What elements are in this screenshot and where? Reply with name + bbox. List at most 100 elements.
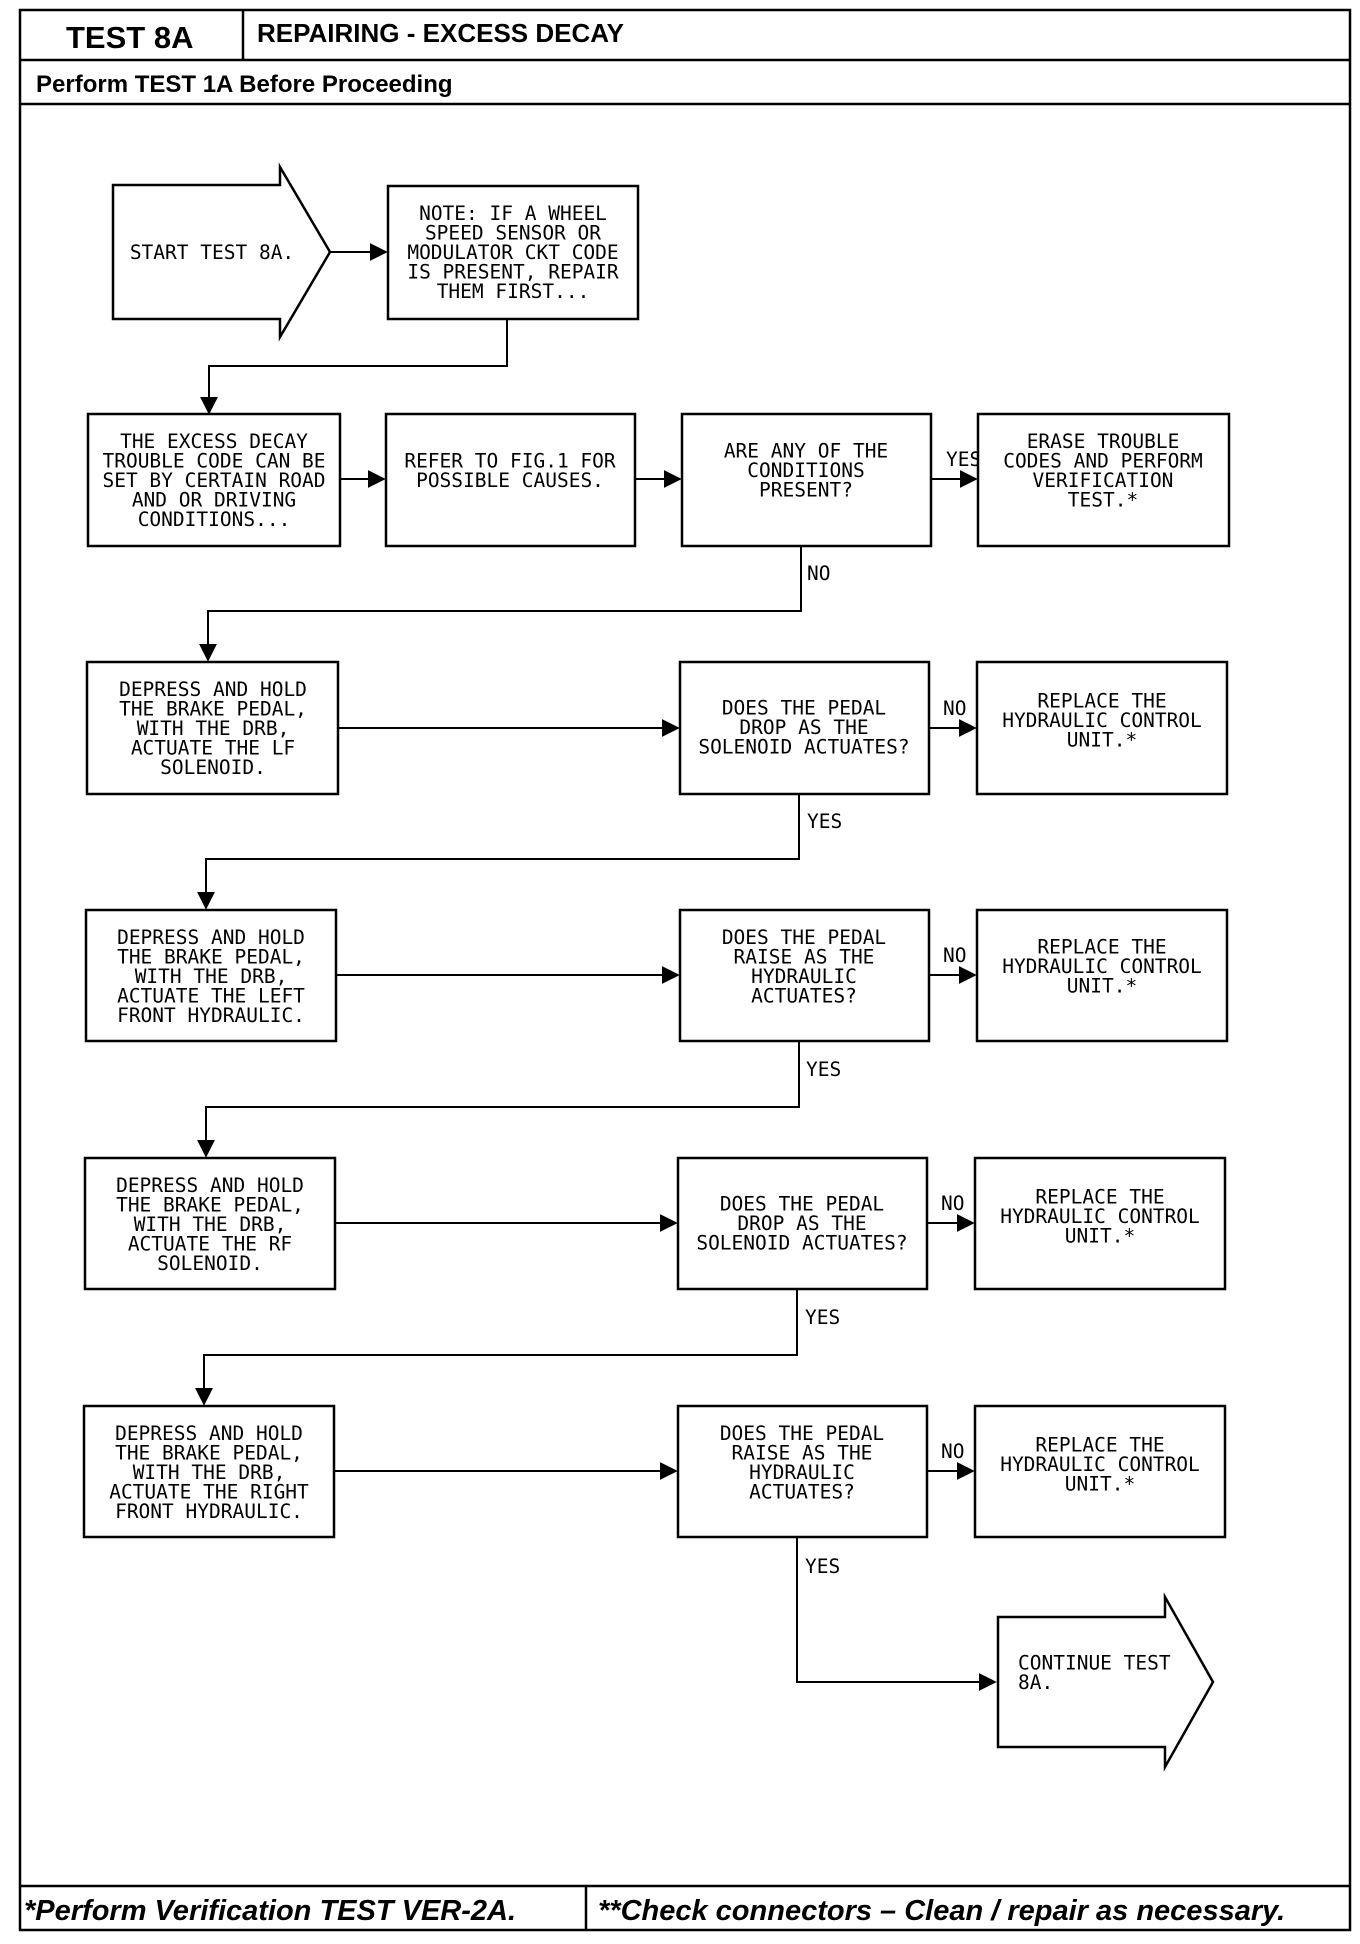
- q-rf-sol-text-line: DROP AS THE: [737, 1212, 866, 1235]
- note-text-line: SPEED SENSOR OR: [425, 222, 601, 245]
- replace-4-text-line: HYDRAULIC CONTROL: [1000, 1453, 1200, 1476]
- connector-note-excess: [200, 320, 508, 415]
- replace-2-text-line: UNIT.*: [1067, 975, 1137, 998]
- start-terminal: [111, 162, 332, 342]
- step-rf-sol-text-line: DEPRESS AND HOLD: [116, 1174, 304, 1197]
- note-box: [386, 184, 640, 321]
- lf-solenoid-step-box: [85, 660, 340, 796]
- replace-1-text-line: UNIT.*: [1067, 729, 1137, 752]
- connector-q3-rfhyd: [195, 1290, 798, 1406]
- q-lf-sol-text-line: DROP AS THE: [739, 716, 868, 739]
- replace-unit-box-1: [975, 660, 1229, 796]
- test-title: REPAIRING - EXCESS DECAY: [257, 18, 624, 48]
- excess-decay-text-line: THE EXCESS DECAY: [120, 430, 308, 453]
- replace-3-text-line: REPLACE THE: [1035, 1186, 1164, 1209]
- footer-verification-note: *Perform Verification TEST VER-2A.: [24, 1895, 516, 1927]
- replace-2-text-line: REPLACE THE: [1037, 936, 1166, 959]
- refer-fig-box: [384, 412, 637, 548]
- q-rf-hyd-text-line: DOES THE PEDAL: [720, 1422, 884, 1445]
- q-lf-hyd-text-line: ACTUATES?: [751, 984, 857, 1007]
- erase-codes-text-line: CODES AND PERFORM: [1003, 449, 1203, 472]
- flow-connectors: [195, 243, 997, 1691]
- step-lf-sol-text-line: DEPRESS AND HOLD: [119, 678, 307, 701]
- excess-decay-text-line: TROUBLE CODE CAN BE: [102, 450, 325, 473]
- start-text-line: START TEST 8A.: [130, 241, 294, 264]
- label-no-replace-2: NO: [943, 944, 966, 967]
- step-lf-hyd-text-line: THE BRAKE PEDAL,: [117, 946, 305, 969]
- replace-unit-box-2: [975, 908, 1229, 1043]
- excess-decay-box: [86, 412, 342, 548]
- note-text-line: THEM FIRST...: [437, 280, 590, 303]
- step-rf-hyd-text-line: THE BRAKE PEDAL,: [115, 1442, 303, 1465]
- replace-4-text-line: REPLACE THE: [1035, 1434, 1164, 1457]
- continue-terminal: [996, 1592, 1215, 1772]
- step-rf-sol-text-line: WITH THE DRB,: [134, 1213, 287, 1236]
- conditions-q-text-line: PRESENT?: [759, 479, 853, 502]
- q-rf-hyd-text-line: RAISE AS THE: [732, 1441, 873, 1464]
- step-lf-hyd-text-line: ACTUATE THE LEFT: [117, 985, 305, 1008]
- replace-1-text-line: REPLACE THE: [1037, 690, 1166, 713]
- label-no-replace-4: NO: [941, 1440, 964, 1463]
- rf-hydraulic-question-box: [676, 1404, 929, 1539]
- connector-q-lfsol: [199, 546, 802, 662]
- replace-unit-box-4: [973, 1404, 1227, 1539]
- q-lf-hyd-text-line: HYDRAULIC: [751, 965, 857, 988]
- test-id: TEST 8A: [66, 20, 193, 55]
- replace-3-text-line: UNIT.*: [1065, 1225, 1135, 1248]
- step-lf-hyd-text-line: WITH THE DRB,: [135, 965, 288, 988]
- q-lf-sol-text-line: DOES THE PEDAL: [722, 697, 886, 720]
- label-yes-4: YES: [805, 1555, 840, 1578]
- note-text-line: IS PRESENT, REPAIR: [407, 261, 619, 284]
- branch-labels: YES NO NO YES NO YES NO YES NO YES: [805, 448, 981, 1578]
- flowchart-boxes: [82, 184, 1231, 1539]
- step-lf-sol-text-line: THE BRAKE PEDAL,: [119, 698, 307, 721]
- replace-1-text-line: HYDRAULIC CONTROL: [1002, 709, 1202, 732]
- q-rf-sol-text-line: SOLENOID ACTUATES?: [696, 1232, 907, 1255]
- rf-hydraulic-step-box: [82, 1404, 336, 1539]
- step-lf-hyd-text-line: FRONT HYDRAULIC.: [117, 1004, 305, 1027]
- page-border: [18, 8, 1352, 1932]
- lf-hydraulic-question-box: [678, 908, 931, 1043]
- prerequisite-note: Perform TEST 1A Before Proceeding: [36, 71, 453, 98]
- q-lf-hyd-text-line: DOES THE PEDAL: [722, 926, 886, 949]
- label-no-replace-3: NO: [941, 1192, 964, 1215]
- footer-connectors-note: **Check connectors – Clean / repair as n…: [598, 1895, 1285, 1927]
- step-lf-sol-text-line: SOLENOID.: [160, 756, 266, 779]
- label-yes-2: YES: [806, 1058, 841, 1081]
- continue-text-line: CONTINUE TEST: [1018, 1651, 1171, 1674]
- step-rf-hyd-text-line: ACTUATE THE RIGHT: [109, 1481, 309, 1504]
- replace-2-text-line: HYDRAULIC CONTROL: [1002, 955, 1202, 978]
- lf-solenoid-question-box: [678, 660, 931, 796]
- replace-3-text-line: HYDRAULIC CONTROL: [1000, 1205, 1200, 1228]
- label-yes-3: YES: [805, 1306, 840, 1329]
- connector-q2-rfsol: [197, 1042, 800, 1158]
- lf-hydraulic-step-box: [84, 908, 338, 1043]
- erase-codes-text-line: ERASE TROUBLE: [1027, 430, 1180, 453]
- step-rf-sol-text-line: ACTUATE THE RF: [128, 1233, 292, 1256]
- conditions-q-text-line: ARE ANY OF THE: [724, 440, 888, 463]
- step-rf-hyd-text-line: WITH THE DRB,: [133, 1461, 286, 1484]
- replace-unit-box-3: [973, 1156, 1227, 1291]
- label-yes-1: YES: [807, 810, 842, 833]
- erase-codes-text-line: VERIFICATION: [1033, 469, 1174, 492]
- erase-codes-box: [976, 412, 1231, 548]
- rf-solenoid-question-box: [676, 1156, 929, 1291]
- step-rf-hyd-text-line: FRONT HYDRAULIC.: [115, 1500, 303, 1523]
- step-rf-sol-text-line: SOLENOID.: [157, 1252, 263, 1275]
- step-rf-sol-text-line: THE BRAKE PEDAL,: [116, 1194, 304, 1217]
- excess-decay-text-line: AND OR DRIVING: [132, 489, 296, 512]
- step-rf-hyd-text-line: DEPRESS AND HOLD: [115, 1422, 303, 1445]
- refer-fig-text-line: POSSIBLE CAUSES.: [416, 469, 604, 492]
- refer-fig-text-line: REFER TO FIG.1 FOR: [404, 449, 616, 472]
- continue-text-line: 8A.: [1018, 1671, 1053, 1694]
- replace-4-text-line: UNIT.*: [1065, 1473, 1135, 1496]
- q-lf-sol-text-line: SOLENOID ACTUATES?: [698, 736, 909, 759]
- q-rf-sol-text-line: DOES THE PEDAL: [720, 1193, 884, 1216]
- excess-decay-text-line: CONDITIONS...: [138, 508, 291, 531]
- excess-decay-text-line: SET BY CERTAIN ROAD: [102, 469, 325, 492]
- q-rf-hyd-text-line: ACTUATES?: [749, 1480, 855, 1503]
- connector-q1-lfhyd: [197, 795, 800, 910]
- conditions-q-text-line: CONDITIONS: [747, 459, 864, 482]
